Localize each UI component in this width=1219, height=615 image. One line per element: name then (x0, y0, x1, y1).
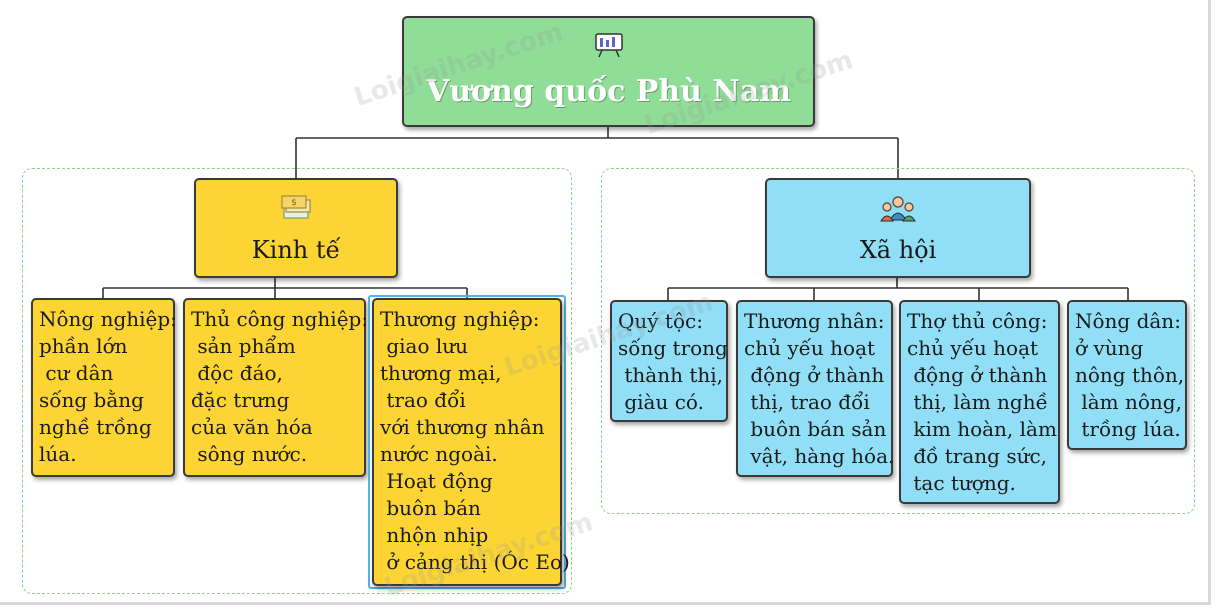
agriculture-text: Nông nghiệp: phần lớn cư dân sống bằng n… (39, 307, 177, 466)
people-icon (880, 194, 916, 226)
economy-group (22, 168, 572, 594)
nobility-node[interactable]: Quý tộc: sống trong thành thị, giàu có. (610, 300, 728, 422)
connector-economy (102, 278, 468, 298)
presentation-icon (594, 32, 624, 62)
nobility-text: Quý tộc: sống trong thành thị, giàu có. (618, 309, 728, 414)
root-title: Vương quốc Phù Nam (425, 74, 792, 109)
connector-root (295, 127, 899, 178)
agriculture-node[interactable]: Nông nghiệp: phần lớn cư dân sống bằng n… (31, 298, 177, 477)
connector-society (667, 278, 1129, 300)
svg-text:$: $ (291, 198, 297, 208)
farmer-node[interactable]: Nông dân: ở vùng nông thôn, làm nông, tr… (1067, 300, 1187, 450)
root-node[interactable]: Vương quốc Phù Nam (402, 16, 815, 127)
artisan-text: Thợ thủ công: chủ yếu hoạt động ở thành … (907, 309, 1057, 495)
society-title: Xã hội (859, 236, 937, 264)
society-group (601, 168, 1195, 514)
handicraft-node[interactable]: Thủ công nghiệp: sản phẩm độc đáo, đặc t… (183, 298, 369, 477)
handicraft-text: Thủ công nghiệp: sản phẩm độc đáo, đặc t… (191, 307, 369, 466)
economy-node[interactable]: $ Kinh tế (194, 178, 398, 278)
canvas-frame (0, 0, 1211, 605)
merchant-text: Thương nhân: chủ yếu hoạt động ở thành t… (744, 309, 895, 468)
merchant-node[interactable]: Thương nhân: chủ yếu hoạt động ở thành t… (736, 300, 895, 477)
commerce-text: Thương nghiệp: giao lưu thương mại, trao… (380, 307, 570, 574)
farmer-text: Nông dân: ở vùng nông thôn, làm nông, tr… (1075, 309, 1185, 441)
money-icon: $ (281, 194, 311, 226)
selection-outline (368, 295, 566, 589)
society-node[interactable]: Xã hội (765, 178, 1031, 278)
economy-title: Kinh tế (251, 236, 341, 264)
artisan-node[interactable]: Thợ thủ công: chủ yếu hoạt động ở thành … (899, 300, 1060, 504)
commerce-node[interactable]: Thương nghiệp: giao lưu thương mại, trao… (372, 298, 570, 586)
